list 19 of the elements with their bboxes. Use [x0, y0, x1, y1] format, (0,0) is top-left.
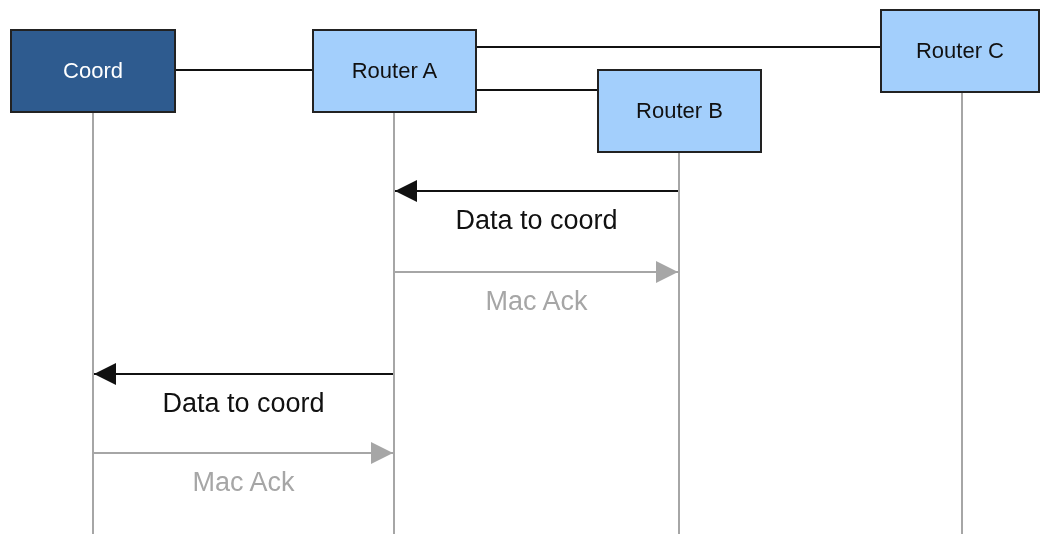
lifeline	[678, 153, 680, 534]
lifeline	[961, 93, 963, 534]
message-arrow	[394, 180, 679, 202]
router-box	[10, 29, 176, 113]
connector-line	[476, 89, 598, 91]
node-label: Router B	[636, 98, 723, 124]
message-arrow	[394, 261, 679, 283]
connector-line	[476, 46, 881, 48]
router-box	[880, 9, 1040, 93]
message-arrow	[93, 363, 394, 385]
node-label: Coord	[63, 58, 123, 84]
connector-line	[175, 69, 313, 71]
lifeline	[393, 113, 395, 534]
lifeline	[92, 113, 94, 534]
message-arrow	[93, 442, 394, 464]
router-box	[312, 29, 477, 113]
node-label: Router A	[351, 58, 438, 84]
node-label: Router C	[915, 38, 1004, 64]
router-box	[597, 69, 762, 153]
